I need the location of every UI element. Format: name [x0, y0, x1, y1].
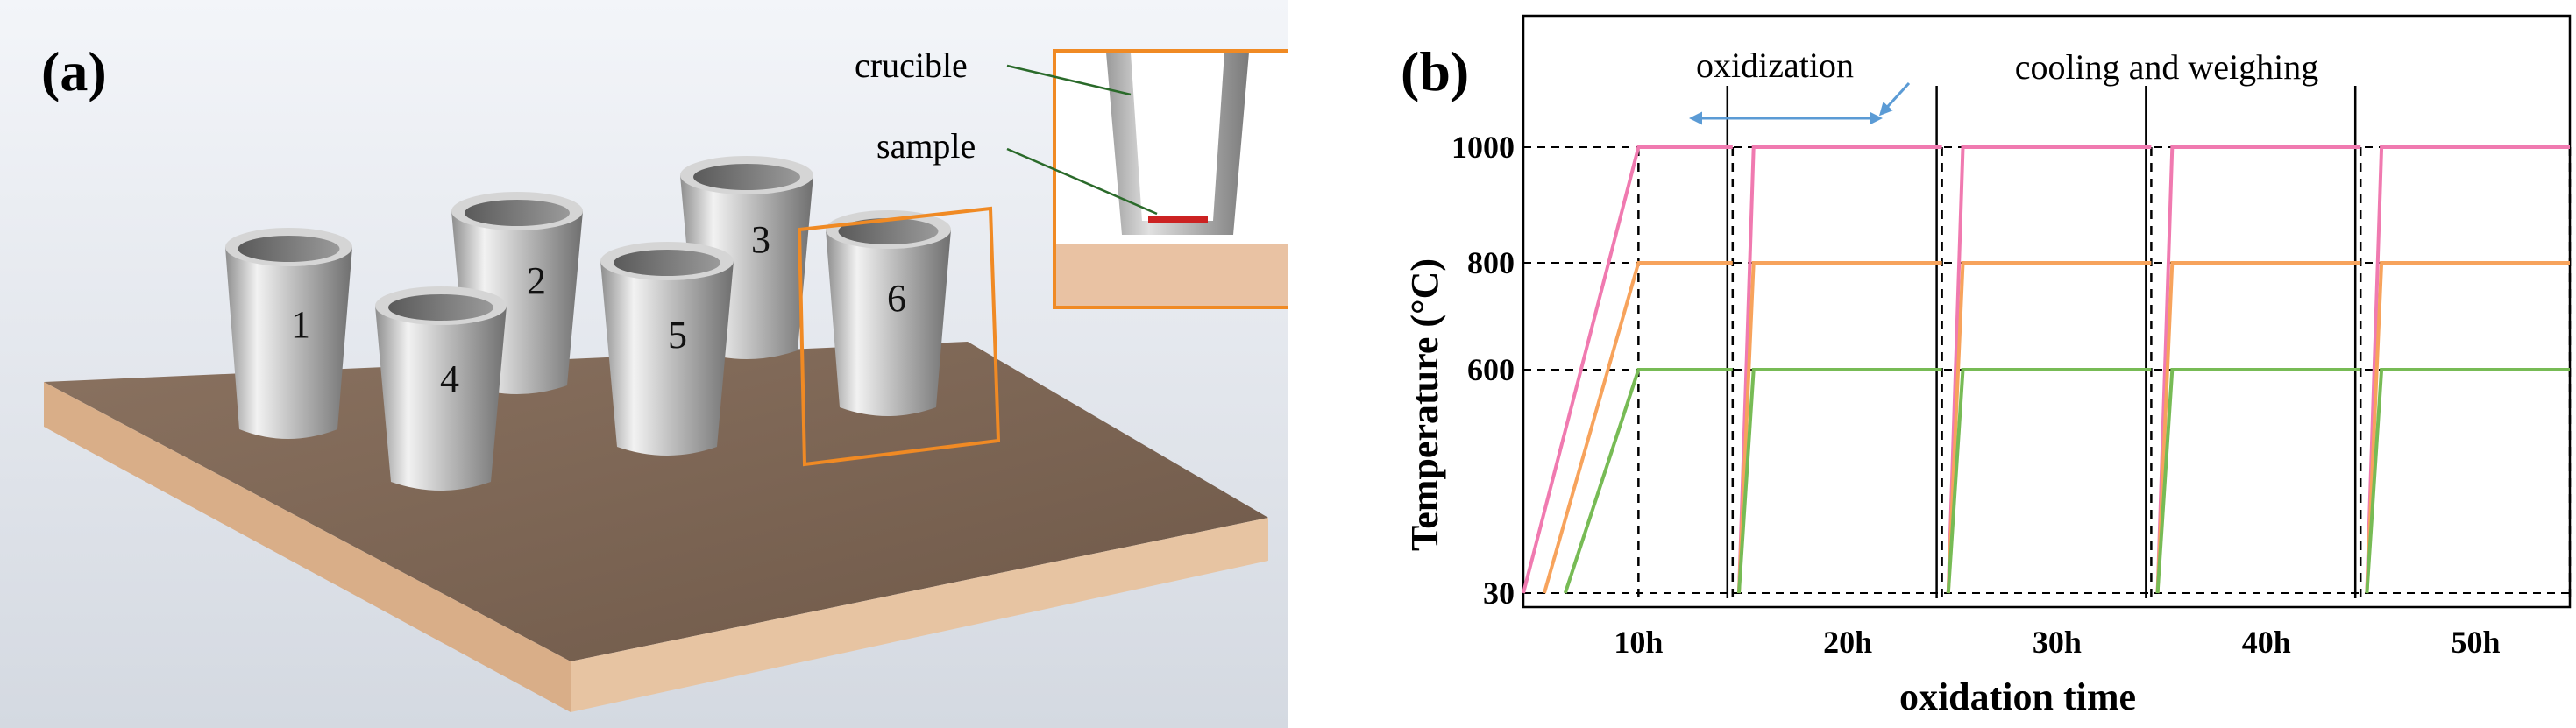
cup-number-3: 3 — [751, 218, 770, 261]
crucible-cross-section-inset — [1006, 49, 1288, 309]
x-tick-labels: 10h 20h 30h 40h 50h — [1614, 625, 2500, 660]
oxidization-label: oxidization — [1696, 46, 1854, 85]
inset-crucible-cavity — [1131, 53, 1224, 221]
y-tick-1000: 1000 — [1451, 130, 1515, 165]
plot-area — [1522, 14, 2572, 609]
sample-label: sample — [876, 126, 976, 166]
series-2-segment-1 — [1737, 368, 1942, 594]
cooling-label: cooling and weighing — [2015, 47, 2319, 87]
series-1-segment-3 — [2155, 261, 2361, 594]
y-tick-labels: 30 600 800 1000 — [1451, 130, 1515, 611]
cup-number-1: 1 — [291, 303, 310, 346]
series-0-segment-0 — [1522, 145, 1733, 594]
y-tick-600: 600 — [1467, 352, 1515, 387]
sample-leader-line — [1006, 147, 1158, 216]
series-1-segment-4 — [2365, 261, 2570, 594]
crucible-cup-1: 1 — [225, 228, 352, 439]
series-2-segment-3 — [2155, 368, 2361, 594]
y-tick-800: 800 — [1467, 245, 1515, 280]
panel-b-label: (b) — [1401, 40, 1469, 102]
cup-number-5: 5 — [668, 314, 687, 357]
x-axis-title: oxidation time — [1899, 675, 2136, 718]
board-top — [44, 342, 1268, 661]
series-2 — [1563, 368, 2570, 594]
series-2-segment-0 — [1563, 368, 1733, 594]
inset-substrate — [1056, 244, 1288, 306]
x-tick-10h: 10h — [1614, 625, 1663, 660]
plot-frame — [1522, 14, 2572, 609]
temperature-program-chart: 30 600 800 1000 10h 20h 30h 40h 50h (b) Tempera… — [1401, 14, 2572, 718]
crucible-scene: 1 2 3 4 5 6 crucib — [0, 0, 1288, 728]
x-tick-50h: 50h — [2452, 625, 2501, 660]
cup-number-2: 2 — [527, 259, 546, 302]
series-2-segment-4 — [2365, 368, 2570, 594]
x-tick-20h: 20h — [1823, 625, 1872, 660]
temperature-series — [1522, 145, 2570, 594]
series-1 — [1542, 261, 2570, 594]
cooling-arrow — [1878, 81, 1911, 117]
y-axis-title: Temperature (°C) — [1403, 258, 1446, 551]
board-left-side — [44, 382, 571, 712]
crucible-label: crucible — [855, 46, 968, 85]
series-1-segment-2 — [1946, 261, 2152, 594]
inset-sample — [1148, 216, 1208, 223]
series-1-segment-1 — [1737, 261, 1942, 594]
segment-separators — [1637, 86, 2572, 598]
x-tick-40h: 40h — [2242, 625, 2291, 660]
cup-number-4: 4 — [440, 357, 459, 400]
series-1-segment-0 — [1542, 261, 1733, 594]
panel-a-label: (a) — [41, 40, 107, 102]
series-2-segment-2 — [1946, 368, 2152, 594]
cup-number-6: 6 — [887, 277, 906, 320]
x-tick-30h: 30h — [2033, 625, 2082, 660]
crucible-cup-5: 5 — [600, 242, 734, 456]
sample-board — [44, 342, 1268, 712]
crucible-leader-line — [1006, 64, 1132, 96]
crucible-cup-6: 6 — [826, 210, 951, 416]
cup-6-selection-frame — [797, 206, 1001, 467]
y-tick-30: 30 — [1483, 576, 1515, 611]
crucible-cup-4: 4 — [375, 286, 507, 491]
oxidization-annotation: oxidization cooling and weighing — [1689, 46, 2319, 125]
board-front-side — [571, 518, 1268, 712]
